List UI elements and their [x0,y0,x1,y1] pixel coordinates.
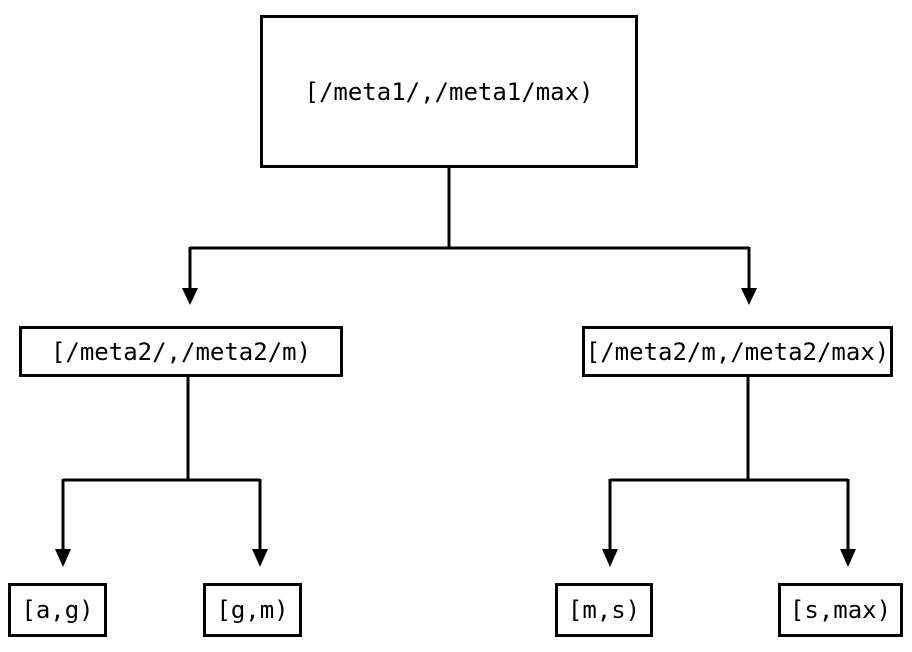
node-root: [/meta1/,/meta1/max) [260,15,638,168]
arrowhead [741,288,757,305]
node-leaf-ms-label: [m,s) [567,596,641,624]
node-meta2-low-label: [/meta2/,/meta2/m) [50,337,312,366]
edge-root-children [182,168,757,305]
node-leaf-gm-label: [g,m) [216,596,289,624]
edge-meta2-low-children [55,377,268,567]
arrowhead [840,549,856,567]
node-meta2-low: [/meta2/,/meta2/m) [19,326,343,377]
arrowhead [55,549,71,567]
arrowhead [252,549,268,567]
node-meta2-high: [/meta2/m,/meta2/max) [582,326,893,377]
node-leaf-smax: [s,max) [778,583,903,637]
node-leaf-ms: [m,s) [555,583,653,637]
node-leaf-gm: [g,m) [203,583,302,637]
arrowhead [602,549,618,567]
arrowhead [182,288,198,305]
node-meta2-high-label: [/meta2/m,/meta2/max) [585,337,890,366]
node-leaf-ag-label: [a,g) [21,596,94,624]
node-leaf-ag: [a,g) [8,583,107,637]
node-root-label: [/meta1/,/meta1/max) [304,77,594,106]
edge-meta2-high-children [602,377,856,567]
node-leaf-smax-label: [s,max) [789,596,892,624]
